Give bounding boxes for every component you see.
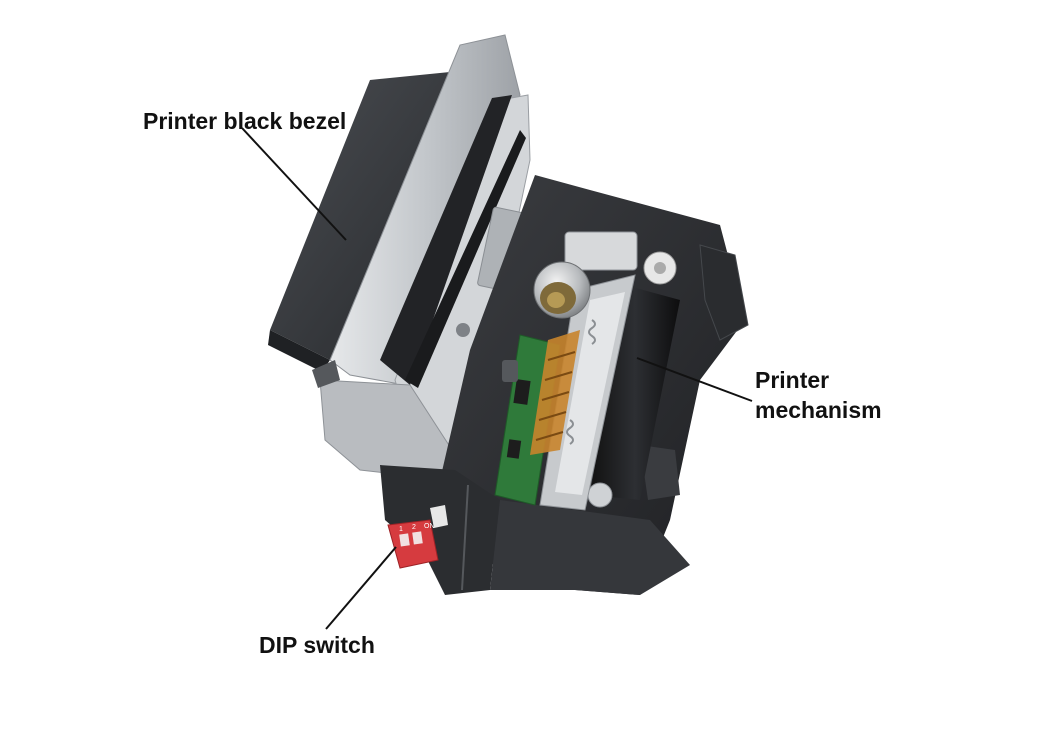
dip-marking-2: 2 [412, 524, 416, 531]
mechanism-leader-line [636, 357, 753, 402]
mechanism-label: Printer mechanism [755, 366, 882, 426]
dip-marking-1: 1 [399, 526, 403, 533]
leader-lines [241, 127, 753, 630]
platen-roller [587, 251, 680, 508]
dip-switch: 1 2 ON [387, 505, 448, 569]
dip-marking-on: ON [424, 523, 435, 530]
dip-leader-line [325, 546, 397, 630]
mechanism-label-line1: Printer [755, 367, 830, 393]
mechanism-label-line2: mechanism [755, 396, 882, 423]
control-pcb [494, 330, 580, 506]
bezel-leader-line [241, 127, 347, 241]
dip-switch-label: DIP switch [259, 632, 375, 658]
bezel-label: Printer black bezel [143, 108, 347, 134]
stepper-motor [533, 231, 638, 319]
